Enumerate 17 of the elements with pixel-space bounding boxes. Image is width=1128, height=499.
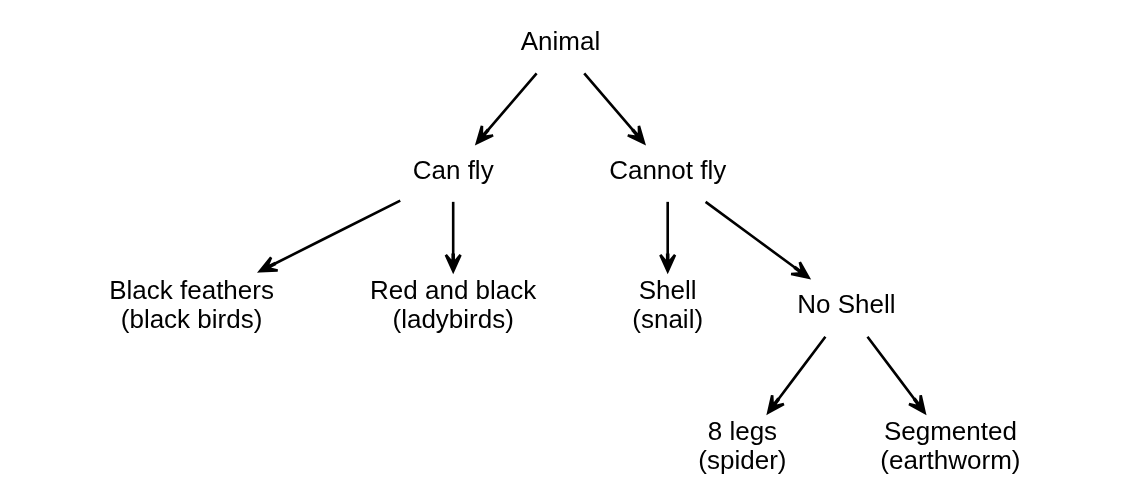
node-text: Red and black (ladybirds) [369, 274, 536, 334]
arrow [258, 199, 401, 273]
node-text: Animal [520, 26, 600, 57]
node-text: 8 legs (spider) [697, 416, 787, 476]
arrow [582, 72, 645, 145]
node-text: Cannot fly [608, 154, 726, 185]
arrow [475, 72, 538, 145]
arrow [704, 200, 810, 279]
arrow [766, 335, 826, 414]
arrow [865, 335, 926, 414]
node-text: Shell (snail) [631, 274, 703, 334]
node-text: Black feathers (black birds) [108, 274, 274, 334]
node-text: Can fly [412, 154, 494, 185]
node-text: Segmented (earthworm) [879, 416, 1021, 476]
arrow [658, 201, 676, 273]
arrow [444, 201, 462, 273]
node-text: No Shell [796, 289, 896, 320]
